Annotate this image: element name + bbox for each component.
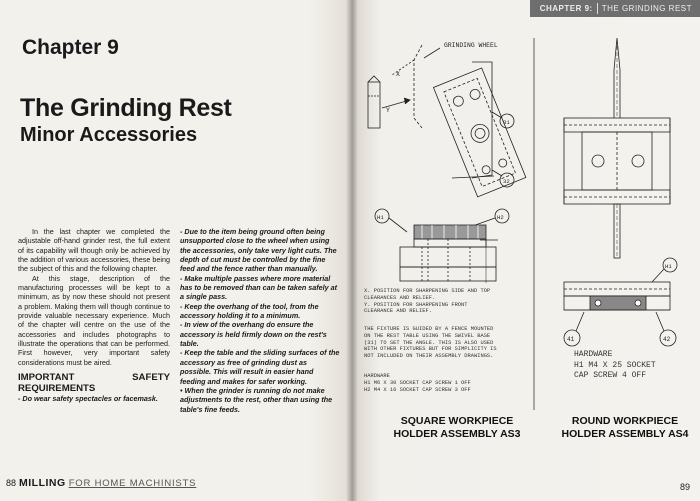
chapter-label: Chapter 9	[22, 36, 119, 59]
paragraph: In the last chapter we completed the adj…	[18, 227, 170, 274]
label-x: X	[396, 71, 400, 78]
header-divider	[596, 3, 598, 14]
page-number-right: 89	[679, 482, 690, 492]
caption-line: HOLDER ASSEMBLY AS4	[561, 428, 689, 440]
callout-h1-right: H1	[665, 263, 672, 270]
note-line: H2 M4 X 16 SOCKET CAP SCREW 3 OFF	[364, 386, 471, 393]
note-line: CLEARANCES AND RELIEF.	[364, 294, 436, 301]
right-page: CHAPTER 9: THE GRINDING REST	[352, 0, 700, 501]
safety-item: - Due to the item being ground often bei…	[180, 227, 337, 274]
figure-caption-as4: ROUND WORKPIECE HOLDER ASSEMBLY AS4	[550, 415, 700, 441]
note-line: CAP SCREW 4 OFF	[574, 371, 647, 380]
safety-item: - Do wear safety spectacles or facemask.	[18, 394, 158, 404]
page-subtitle: Minor Accessories	[20, 124, 198, 146]
safety-item: - In view of the overhang do ensure the …	[180, 320, 327, 349]
note-line: THE FIXTURE IS GUIDED BY A FENCE MOUNTED	[364, 326, 494, 332]
note-line: H1 M6 X 30 SOCKET CAP SCREW 1 OFF	[364, 379, 471, 386]
caption-line: ROUND WORKPIECE	[571, 415, 679, 427]
safety-item: - Keep the table and the sliding surface…	[180, 348, 340, 386]
safety-item: - Make multiple passes where more materi…	[180, 273, 337, 302]
footer: 88 MILLING FOR HOME MACHINISTS	[6, 477, 196, 489]
running-header: CHAPTER 9: THE GRINDING REST	[530, 0, 700, 17]
left-page: Chapter 9 The Grinding Rest Minor Access…	[0, 0, 352, 501]
note-line: HARDWARE	[364, 373, 390, 379]
hardware-notes-left: HARDWARE H1 M6 X 30 SOCKET CAP SCREW 1 O…	[364, 373, 534, 393]
safety-heading: IMPORTANT SAFETY REQUIREMENTS	[18, 372, 170, 395]
note-line: Y. POSITION FOR SHARPENING FRONT	[364, 301, 468, 308]
drawing-notes-fixture: THE FIXTURE IS GUIDED BY A FENCE MOUNTED…	[364, 326, 534, 360]
note-line: X. POSITION FOR SHARPENING SIDE AND TOP	[364, 288, 491, 294]
note-line: H1 M4 X 25 SOCKET	[574, 360, 656, 370]
callout-h2: H2	[497, 214, 504, 221]
note-line: (31) TO SET THE ANGLE. THIS IS ALSO USED	[364, 339, 494, 346]
callout-31: 31	[503, 119, 510, 126]
paragraph: At this stage, description of the manufa…	[18, 273, 170, 367]
book-title-rest: FOR HOME MACHINISTS	[68, 478, 197, 489]
label-grinding-wheel: GRINDING WHEEL	[444, 42, 498, 49]
note-line: WITH OTHER FIXTURES BUT FOR SIMPLICITY I…	[364, 346, 497, 353]
header-title: THE GRINDING REST	[601, 4, 692, 13]
book-gutter	[346, 0, 358, 501]
callout-41: 41	[567, 336, 575, 343]
callout-42: 42	[663, 336, 671, 343]
note-line: CLEARANCE AND RELIEF.	[364, 308, 432, 315]
label-y: Y	[386, 107, 390, 114]
body-column-2: - Due to the item being ground often bei…	[180, 227, 340, 414]
note-line: NOT INCLUDED ON THEIR ASSEMBLY DRAWINGS.	[364, 353, 494, 360]
header-chapter: CHAPTER 9:	[539, 4, 593, 13]
hardware-notes-right: HARDWARE H1 M4 X 25 SOCKET CAP SCREW 4 O…	[574, 350, 656, 382]
safety-item: - Keep the overhang of the tool, from th…	[180, 301, 319, 321]
page-title: The Grinding Rest	[20, 94, 232, 122]
note-line: HARDWARE	[574, 350, 613, 359]
figure-caption-as3: SQUARE WORKPIECE HOLDER ASSEMBLY AS3	[382, 415, 532, 441]
technical-drawing: GRINDING WHEEL X Y 31 32 H1 H2 H1 41 42	[367, 37, 678, 410]
drawing-notes-xy: X. POSITION FOR SHARPENING SIDE AND TOP …	[364, 288, 534, 315]
page-number: 88	[6, 478, 17, 488]
caption-line: HOLDER ASSEMBLY AS3	[393, 428, 521, 440]
book-title: MILLING	[19, 477, 66, 489]
callout-32: 32	[503, 178, 510, 185]
caption-line: SQUARE WORKPIECE	[400, 415, 514, 427]
callout-h1: H1	[377, 214, 384, 221]
body-column-1: In the last chapter we completed the adj…	[18, 227, 170, 404]
safety-item: • When the grinder is running do not mak…	[180, 385, 333, 414]
note-line: ON THE REST TABLE USING THE SWIVEL BASE	[364, 332, 491, 339]
